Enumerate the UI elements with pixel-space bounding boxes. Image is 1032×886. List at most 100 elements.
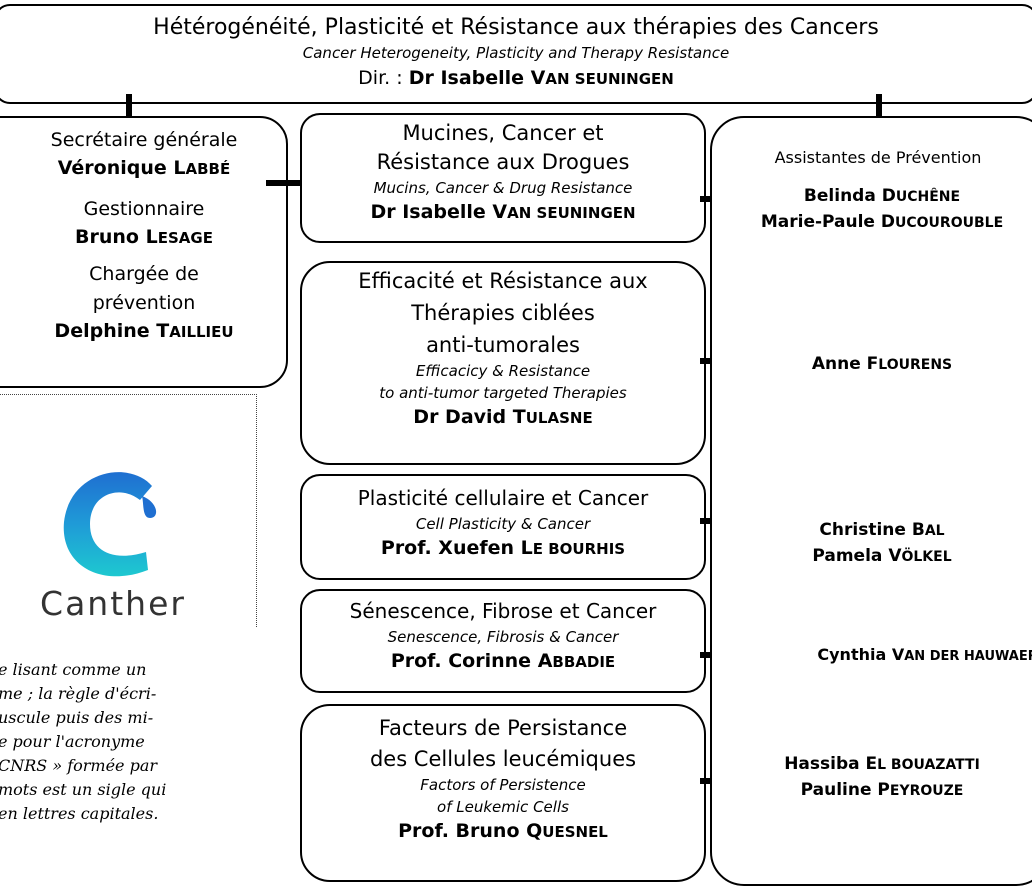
header-title-fr: Hétérogénéité, Plasticité et Résistance … (153, 15, 879, 40)
team-box-senescence: Sénescence, Fibrose et Cancer Senescence… (300, 589, 706, 693)
prevention-person-first: Marie-Paule (760, 212, 875, 232)
prevention-person: Pamela VÖLKEL (712, 544, 1032, 570)
prevention-person-initial: B (911, 520, 925, 540)
prevention-person-first: Anne (811, 354, 861, 374)
logo-panel (0, 394, 257, 627)
team-title-fr: Plasticité cellulaire et Cancer (357, 486, 649, 510)
team-title-fr: Efficacité et Résistance aux (358, 269, 648, 293)
note-line: me ; la règle d'écri- (0, 684, 157, 703)
team-title-fr: Sénescence, Fibrose et Cancer (349, 599, 657, 623)
team-title-en: Mucins, Cancer & Drug Resistance (373, 179, 633, 197)
team-title-fr: Thérapies ciblées (411, 301, 595, 325)
admin-role-secretary: Secrétaire générale (50, 129, 238, 151)
admin-role-prevention-2: prévention (92, 292, 196, 314)
team-title-en: Senescence, Fibrosis & Cancer (387, 628, 619, 646)
prevention-person-rest: ÖLKEL (901, 549, 952, 565)
team-lead-rest: ULASNE (525, 409, 593, 427)
team-lead-rest: AN SEUNINGEN (507, 204, 636, 222)
prevention-person-first: Christine (819, 520, 906, 540)
note-line: mots est un sigle qui (0, 780, 167, 799)
canther-logo-mark (63, 472, 157, 577)
prevention-title: Assistantes de Prévention (774, 148, 982, 167)
prevention-person: Christine BAL (712, 518, 1032, 544)
header-director: Dir. : Dr Isabelle VAN SEUNINGEN (0, 64, 1032, 93)
prevention-person: Cynthia VAN DER HAUWAERT (712, 642, 1032, 669)
team-lead-rest: BBADIE (552, 653, 616, 671)
director-surname-initial: V (530, 67, 546, 89)
director-surname-rest: AN SEUNINGEN (545, 70, 674, 88)
admin-person-prevention: Delphine TAILLIEU (2, 318, 286, 346)
team-lead-initial: Q (526, 820, 543, 842)
team-lead-first: Prof. Bruno (398, 820, 520, 842)
prevention-person: Pauline PEYROUZE (712, 778, 1032, 804)
team-lead-rest: UESNEL (542, 823, 608, 841)
prevention-person-first: Belinda (803, 186, 876, 206)
prevention-box (710, 116, 1032, 886)
prevention-person-rest: LOURENS (878, 357, 953, 373)
team-title-fr: Mucines, Cancer et (402, 121, 604, 145)
prevention-person: Anne FLOURENS (712, 352, 1032, 378)
prevention-person-initial: F (866, 354, 879, 374)
team-lead: Prof. Corinne ABBADIE (302, 648, 704, 676)
team-lead-initial: T (512, 406, 526, 428)
admin-person-secretary: Véronique LABBÉ (2, 155, 286, 183)
admin-person-manager-first: Bruno (75, 226, 139, 248)
canther-logo-text: Canther (40, 584, 186, 623)
team-lead-first: Prof. Xuefen (380, 537, 515, 559)
team-title-en: Factors of Persistence (420, 776, 586, 794)
team-lead-initial: A (537, 650, 553, 672)
prevention-group-4: Cynthia VAN DER HAUWAERT (712, 642, 1032, 669)
prevention-group-5: Hassiba EL BOUAZATTI Pauline PEYROUZE (712, 752, 1032, 804)
prevention-person-initial: E (865, 754, 878, 774)
admin-person-prevention-initial: T (156, 320, 170, 342)
admin-box: Secrétaire générale Véronique LABBÉ Gest… (0, 116, 288, 388)
team-title-fr: Facteurs de Persistance (378, 716, 628, 740)
header-box: Hétérogénéité, Plasticité et Résistance … (0, 4, 1032, 104)
header-title-en: Cancer Heterogeneity, Plasticity and The… (302, 44, 730, 62)
connector-header-left (126, 94, 132, 120)
admin-person-prevention-first: Delphine (54, 320, 150, 342)
team-lead-initial: L (520, 537, 533, 559)
team-lead-first: Dr David (413, 406, 507, 428)
connector-admin (266, 180, 316, 186)
admin-role-prevention-1: Chargée de (89, 263, 199, 285)
prevention-group-2: Anne FLOURENS (712, 352, 1032, 378)
prevention-person-first: Hassiba (784, 754, 860, 774)
team-box-efficacy: Efficacité et Résistance aux Thérapies c… (300, 261, 706, 465)
prevention-person-initial: P (877, 780, 890, 800)
prevention-person-first: Pauline (800, 780, 872, 800)
team-lead: Dr David TULASNE (302, 404, 704, 432)
director-label: Dir. : (358, 67, 403, 89)
admin-person-prevention-rest: AILLIEU (169, 323, 234, 341)
admin-person-manager-rest: ESAGE (157, 229, 213, 247)
team-title-en: Cell Plasticity & Cancer (415, 515, 591, 533)
team-lead: Prof. Bruno QUESNEL (302, 818, 704, 846)
team-lead-initial: V (492, 201, 508, 223)
prevention-group-1: Belinda DUCHÊNE Marie-Paule DUCOUROUBLE (712, 184, 1032, 236)
team-title-en: of Leukemic Cells (437, 798, 569, 816)
admin-person-secretary-initial: L (173, 157, 186, 179)
team-title-fr: des Cellules leucémiques (369, 747, 637, 771)
team-lead-first: Prof. Corinne (390, 650, 532, 672)
admin-person-manager-initial: L (145, 226, 158, 248)
note-line: e pour l'acronyme (0, 732, 145, 751)
note-line: e lisant comme un (0, 660, 147, 679)
prevention-person-initial: D (881, 186, 896, 206)
prevention-person-rest: EYROUZE (889, 783, 964, 799)
prevention-person-initial: D (880, 212, 896, 232)
team-box-plasticity: Plasticité cellulaire et Cancer Cell Pla… (300, 474, 706, 580)
team-title-en: Efficacicy & Resistance (415, 362, 591, 380)
acronym-note: e lisant comme un me ; la règle d'écri- … (0, 658, 256, 826)
prevention-person-first: Pamela (812, 546, 883, 566)
admin-person-secretary-rest: ABBÉ (185, 160, 231, 178)
team-title-fr: Résistance aux Drogues (376, 150, 630, 174)
note-line: uscule puis des mi- (0, 708, 154, 727)
prevention-person-first: Cynthia (817, 645, 887, 664)
prevention-person-initial: V (888, 546, 902, 566)
team-title-fr: anti-tumorales (426, 333, 580, 357)
prevention-person-rest: UCHÊNE (895, 189, 961, 205)
prevention-person-rest: L BOUAZATTI (877, 757, 980, 773)
note-line: en lettres capitales. (0, 804, 159, 823)
admin-person-secretary-first: Véronique (57, 157, 167, 179)
prevention-person-rest: AN DER HAUWAERT (904, 649, 1032, 664)
